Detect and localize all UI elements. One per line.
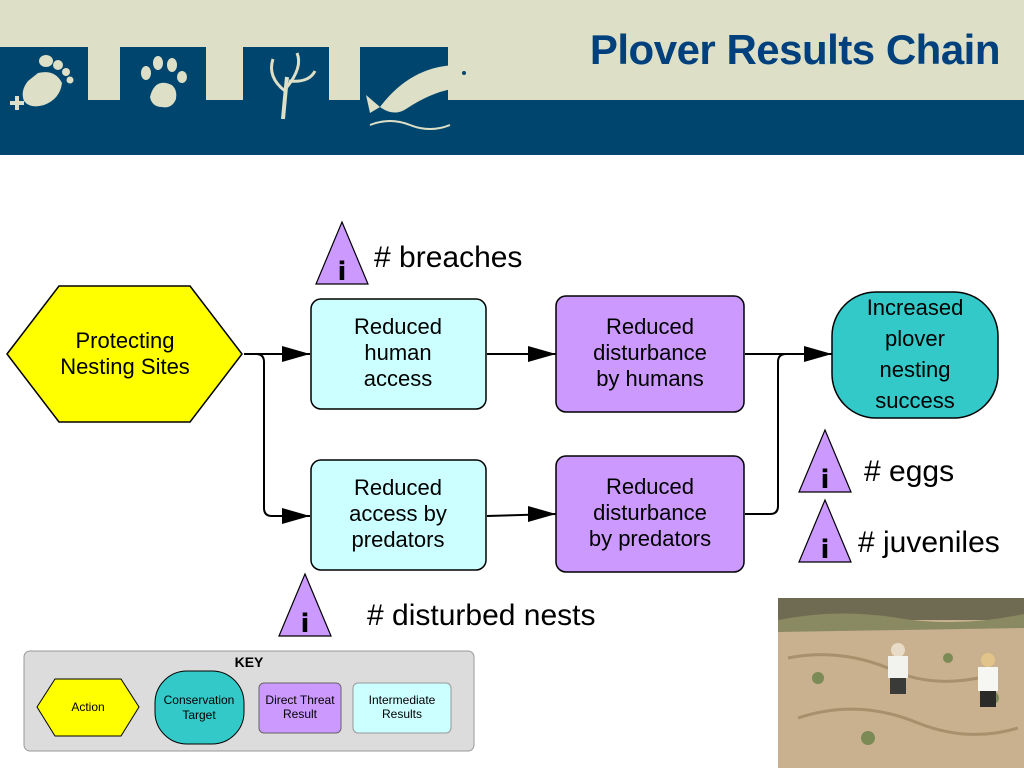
indicator-symbol: i (301, 609, 310, 639)
intermediate-result-box (310, 459, 487, 571)
indicator-symbol: i (821, 535, 830, 565)
target-line-2: plover (885, 326, 945, 351)
indicator-label: # juveniles (858, 526, 1000, 559)
predator-access-line-2: access by (349, 501, 447, 526)
indicator-triangle-icon (278, 572, 332, 637)
intermediate-result-box (310, 298, 487, 410)
threat-result-human-disturbance: Reduced disturbance by humans (555, 295, 745, 413)
predator-access-line-3: predators (352, 527, 445, 552)
arrow-predator-disturbance-to-target (745, 353, 787, 515)
intermediate-result-predator-access: Reduced access by predators (310, 459, 487, 571)
indicator-breaches: i # breaches (315, 220, 522, 287)
threat-result-predator-disturbance: Reduced disturbance by predators (555, 455, 745, 573)
target-line-1: Increased (867, 295, 964, 320)
legend-threat-label-line-1: Direct Threat (265, 693, 335, 707)
action-label-line-1: Protecting (75, 328, 174, 353)
human-access-line-2: human (364, 340, 431, 365)
threat-result-box (555, 455, 745, 573)
arrow-action-to-predator-access (255, 353, 310, 517)
indicator-symbol: i (338, 257, 347, 287)
threat-result-box (555, 295, 745, 413)
action-label-line-2: Nesting Sites (60, 354, 190, 379)
predator-disturbance-line-2: disturbance (593, 500, 707, 525)
indicator-triangle-icon (798, 428, 852, 493)
action-node: Protecting Nesting Sites (6, 285, 243, 423)
legend-title: KEY (235, 654, 264, 670)
indicator-symbol: i (821, 465, 830, 495)
indicator-triangle-icon (315, 220, 369, 285)
indicator-label: # disturbed nests (367, 599, 595, 632)
predator-disturbance-line-1: Reduced (606, 474, 694, 499)
footprint-icon (0, 47, 88, 121)
legend-threat-label-line-2: Result (283, 707, 318, 721)
human-disturbance-line-2: disturbance (593, 340, 707, 365)
legend-intermediate-label-line-1: Intermediate (369, 693, 436, 707)
human-disturbance-line-3: by humans (596, 366, 704, 391)
conservation-target-shape (831, 291, 999, 419)
fish-icon (360, 47, 478, 130)
human-access-line-3: access (364, 366, 432, 391)
page-title: Plover Results Chain (589, 26, 1001, 73)
action-hexagon (6, 285, 243, 423)
paw-print-icon (120, 47, 206, 121)
legend-intermediate-swatch (352, 682, 452, 734)
human-access-line-1: Reduced (354, 314, 442, 339)
indicator-juveniles: i # juveniles (798, 498, 1000, 565)
target-line-4: success (875, 388, 954, 413)
legend-target-label-line-2: Target (182, 708, 216, 722)
legend-intermediate-label-line-2: Results (382, 707, 422, 721)
target-line-3: nesting (880, 357, 951, 382)
predator-access-line-1: Reduced (354, 475, 442, 500)
connectors (244, 346, 832, 524)
legend-action-swatch (36, 678, 140, 737)
legend-action-label: Action (71, 700, 104, 714)
predator-disturbance-line-3: by predators (589, 526, 711, 551)
legend-target-swatch (154, 670, 245, 745)
plant-icon (243, 47, 329, 121)
conservation-target-node: Increased plover nesting success (831, 291, 999, 419)
indicator-disturbed-nests: i # disturbed nests (278, 572, 595, 639)
legend-target-label-line-1: Conservation (164, 693, 235, 707)
human-disturbance-line-1: Reduced (606, 314, 694, 339)
indicator-label: # breaches (374, 241, 522, 274)
intermediate-result-human-access: Reduced human access (310, 298, 487, 410)
beach-photo (778, 598, 1024, 768)
indicator-eggs: i # eggs (798, 428, 954, 495)
legend: KEY Action Conservation Target Direct Th… (23, 650, 475, 752)
indicator-label: # eggs (864, 455, 954, 488)
legend-threat-swatch (258, 682, 342, 734)
indicator-triangle-icon (798, 498, 852, 563)
